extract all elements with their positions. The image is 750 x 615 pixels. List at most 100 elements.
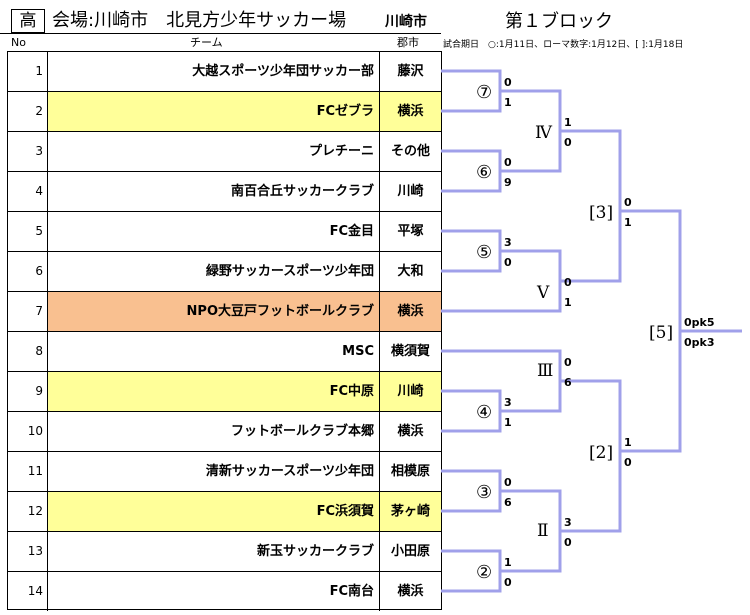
score-bottom: 6 — [504, 496, 512, 509]
team-name: FC浜須賀 — [48, 492, 380, 531]
table-row: 10 フットボールクラブ本郷 横浜 — [8, 412, 441, 452]
score-top: 0 — [504, 76, 512, 89]
bracket-line-semi-2 — [560, 379, 622, 533]
score-top: 3 — [504, 396, 512, 409]
score-bottom: 0 — [624, 456, 632, 469]
table-row: 4 南百合丘サッカークラブ 川崎 — [8, 172, 441, 212]
table-row: 11 清新サッカースポーツ少年団 相模原 — [8, 452, 441, 492]
team-name: 大越スポーツ少年団サッカー部 — [48, 52, 380, 91]
table-row: 5 FC金目 平塚 — [8, 212, 441, 252]
team-name: フットボールクラブ本郷 — [48, 412, 380, 451]
row-number: 13 — [8, 532, 48, 571]
team-name: FCゼブラ — [48, 92, 380, 131]
table-row: 8 MSC 横須賀 — [8, 332, 441, 372]
row-number: 6 — [8, 252, 48, 291]
venue-title: 会場:川崎市 北見方少年サッカー場 — [52, 10, 347, 31]
team-name: MSC — [48, 332, 380, 371]
score-bottom: 0pk3 — [684, 336, 715, 349]
match-label-semi-2: [2] — [589, 443, 613, 463]
score-top: 1 — [504, 556, 512, 569]
team-city: 相模原 — [390, 464, 430, 479]
score-top: 0 — [564, 276, 572, 289]
row-number: 5 — [8, 212, 48, 251]
team-city: その他 — [390, 144, 430, 159]
team-name: FC南台 — [48, 572, 380, 611]
score-top: 0 — [504, 476, 512, 489]
table-row: 6 緑野サッカースポーツ少年団 大和 — [8, 252, 441, 292]
team-city: 平塚 — [397, 224, 424, 239]
team-name: FC金目 — [48, 212, 380, 251]
score-bottom: 9 — [504, 176, 512, 189]
score-bottom: 1 — [504, 416, 512, 429]
table-row: 13 新玉サッカークラブ 小田原 — [8, 532, 441, 572]
row-number: 3 — [8, 132, 48, 171]
match-label-V: Ⅴ — [536, 283, 550, 303]
row-number: 12 — [8, 492, 48, 531]
table-row: 1 大越スポーツ少年団サッカー部 藤沢 — [8, 52, 441, 92]
table-row: 3 プレチーニ その他 — [8, 132, 441, 172]
score-top: 0 — [504, 156, 512, 169]
match-label-final-5: [5] — [649, 323, 673, 343]
row-number: 7 — [8, 292, 48, 331]
match-label-2: ② — [476, 562, 492, 583]
score-bottom: 0 — [504, 576, 512, 589]
team-city: 藤沢 — [397, 64, 424, 79]
score-top: 0 — [624, 196, 632, 209]
score-bottom: 0 — [564, 136, 572, 149]
match-label-III: Ⅲ — [537, 361, 553, 381]
header-rule — [0, 33, 441, 34]
score-top: 1 — [624, 436, 632, 449]
table-row: 14 FC南台 横浜 — [8, 572, 441, 611]
team-city: 大和 — [397, 264, 424, 279]
row-number: 10 — [8, 412, 48, 451]
team-name: 南百合丘サッカークラブ — [48, 172, 380, 211]
match-label-IV: Ⅳ — [535, 123, 553, 143]
row-number: 4 — [8, 172, 48, 211]
table-row: 2 FCゼブラ 横浜 — [8, 92, 441, 132]
block-title: 第１ブロック — [505, 11, 613, 32]
match-label-II: Ⅱ — [537, 521, 549, 541]
table-row: 7 NPO大豆戸フットボールクラブ 横浜 — [8, 292, 441, 332]
score-bottom: 1 — [504, 96, 512, 109]
row-number: 2 — [8, 92, 48, 131]
team-city: 川崎 — [397, 184, 424, 199]
category-box: 高 — [11, 9, 45, 33]
team-city: 横浜 — [397, 584, 424, 599]
score-bottom: 0 — [564, 536, 572, 549]
score-bottom: 1 — [564, 296, 572, 309]
schedule-legend: 試合期日 ○:1月11日、ローマ数字:1月12日、[ ]:1月18日 — [443, 40, 684, 50]
row-number: 8 — [8, 332, 48, 371]
team-city: 横浜 — [397, 424, 424, 439]
team-city: 横浜 — [380, 292, 441, 331]
match-label-6: ⑥ — [476, 162, 492, 183]
team-city: 小田原 — [390, 544, 430, 559]
score-top: 3 — [504, 236, 512, 249]
score-bottom: 1 — [624, 216, 632, 229]
score-top: 3 — [564, 516, 572, 529]
team-city: 川崎 — [380, 372, 441, 411]
score-top: 0 — [564, 356, 572, 369]
match-label-3: ③ — [476, 482, 492, 503]
table-row: 9 FC中原 川崎 — [8, 372, 441, 412]
team-table: 1 大越スポーツ少年団サッカー部 藤沢 2 FCゼブラ 横浜 3 プレチーニ そ… — [7, 51, 442, 611]
match-label-semi-3: [3] — [589, 203, 613, 223]
row-number: 11 — [8, 452, 48, 491]
column-header-no: No — [11, 36, 26, 49]
score-bottom: 0 — [504, 256, 512, 269]
table-row: 12 FC浜須賀 茅ヶ崎 — [8, 492, 441, 532]
row-number: 14 — [8, 572, 48, 611]
team-name: NPO大豆戸フットボールクラブ — [48, 292, 380, 331]
team-name: 緑野サッカースポーツ少年団 — [48, 252, 380, 291]
row-number: 9 — [8, 372, 48, 411]
bracket-line-semi-3 — [560, 129, 622, 283]
column-header-team: チーム — [190, 36, 223, 49]
team-city: 横須賀 — [390, 344, 430, 359]
row-number: 1 — [8, 52, 48, 91]
team-name: FC中原 — [48, 372, 380, 411]
match-label-4: ④ — [476, 402, 492, 423]
team-city: 横浜 — [380, 92, 441, 131]
team-city: 茅ヶ崎 — [380, 492, 441, 531]
score-top: 0pk5 — [684, 316, 715, 329]
column-header-city: 郡市 — [397, 36, 419, 49]
